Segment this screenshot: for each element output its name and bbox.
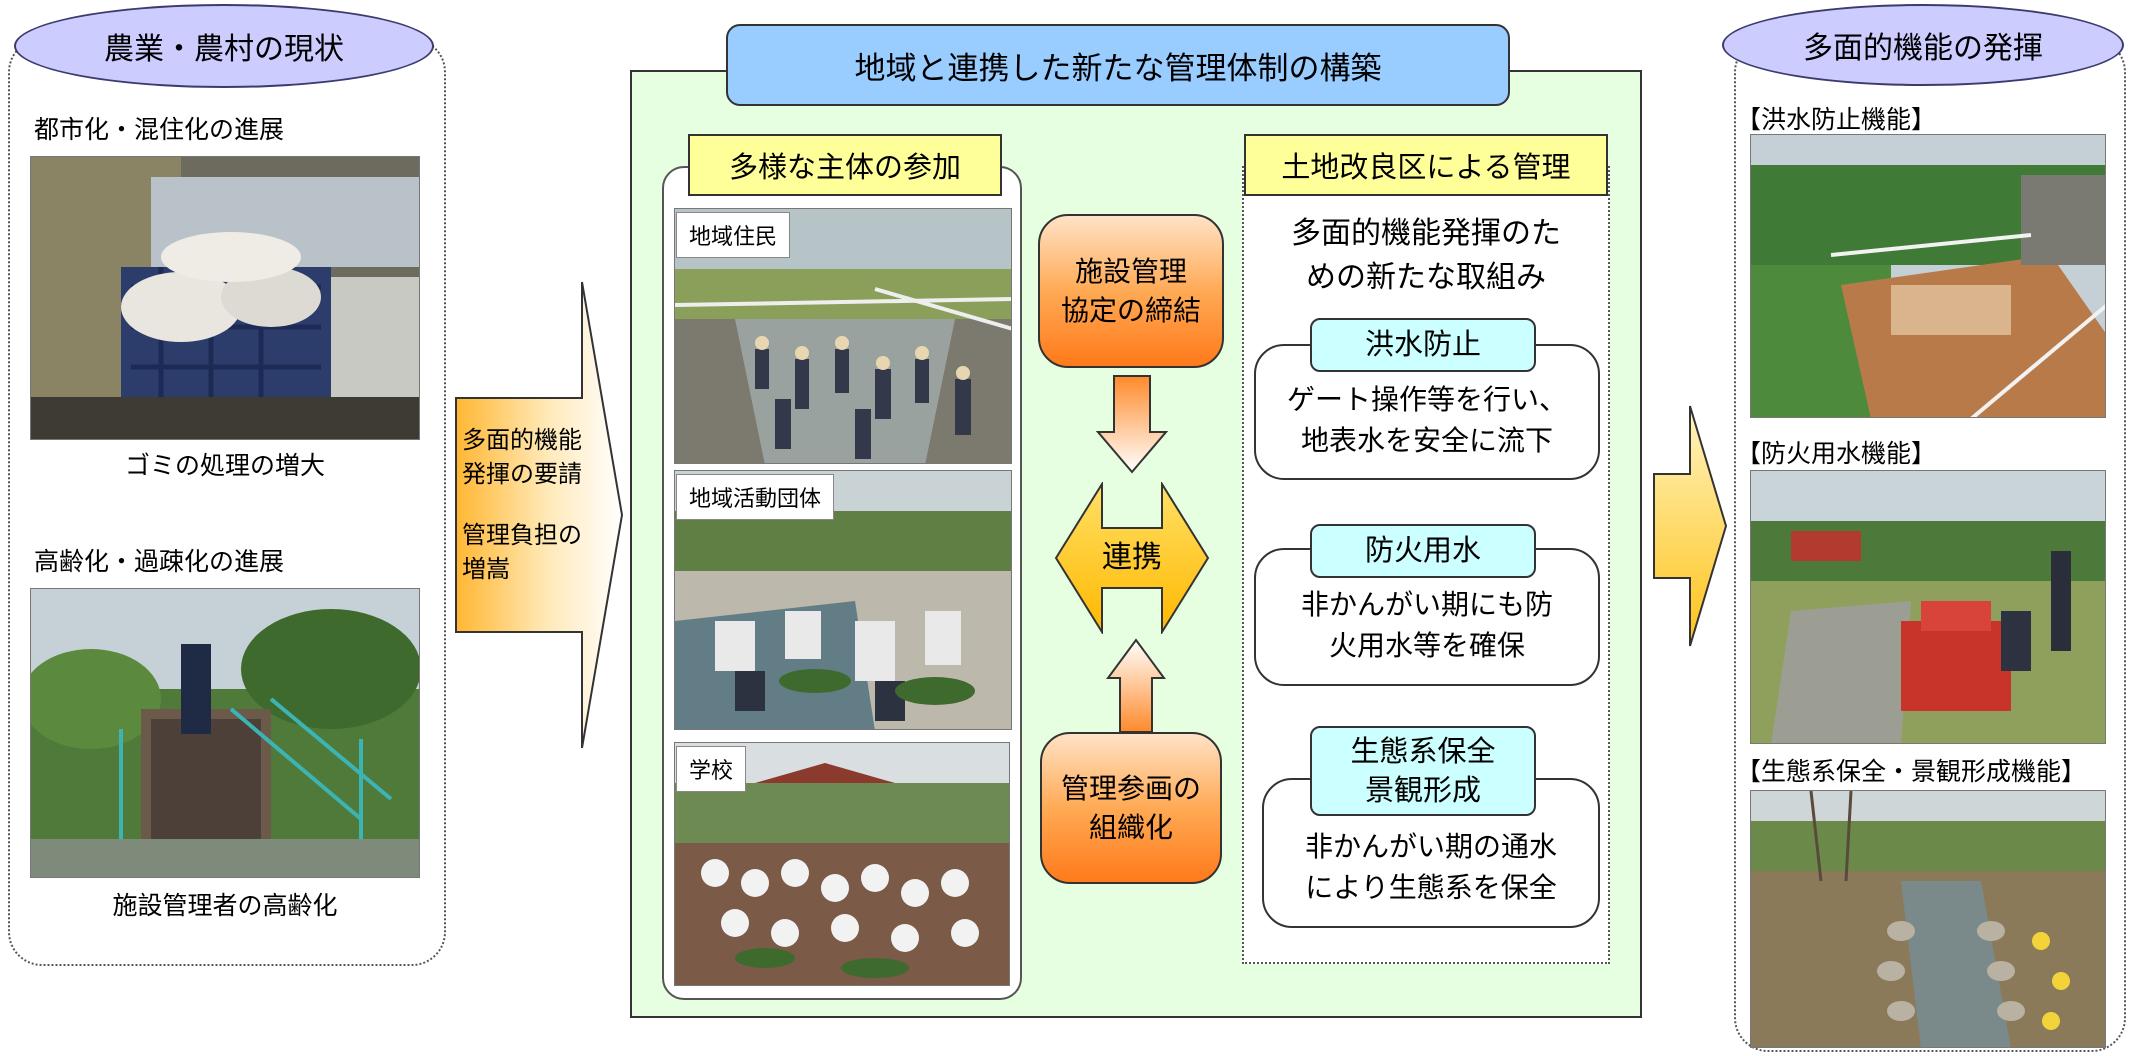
left-title: 農業・農村の現状	[14, 4, 434, 88]
eco-caption: 【生態系保全・景観形成機能】	[1736, 757, 2087, 786]
arrow-line4: 増嵩	[462, 554, 510, 583]
photo-groups	[674, 470, 1012, 730]
agreement-line2: 協定の締結	[1060, 294, 1201, 327]
flood-text2: 地表水を安全に流下	[1300, 424, 1553, 457]
fire-caption: 【防火用水機能】	[1736, 439, 1937, 468]
flood-label-text: 洪水防止	[1364, 327, 1481, 362]
right-title-text: 多面的機能の発揮	[1803, 31, 2043, 66]
eco-label: 生態系保全 景観形成	[1310, 726, 1536, 816]
participation-label: 多様な主体の参加	[688, 134, 1002, 196]
eco-text1: 非かんがい期の通水	[1304, 830, 1557, 864]
organize-box: 管理参画の 組織化	[1040, 732, 1222, 884]
arrow-line3: 管理負担の	[462, 521, 582, 550]
agreement-box: 施設管理 協定の締結	[1038, 214, 1224, 368]
photo-manager	[30, 588, 420, 878]
arrow-line2: 発揮の要請	[462, 459, 582, 488]
tag-residents: 地域住民	[676, 212, 791, 258]
flood-caption: 【洪水防止機能】	[1736, 105, 1937, 134]
request-arrow	[455, 281, 624, 749]
photo-eco	[1750, 790, 2106, 1048]
eco-text2: により生態系を保全	[1305, 871, 1557, 904]
agreement-line1: 施設管理	[1074, 254, 1187, 288]
photo-flood	[1750, 134, 2106, 418]
tag-groups: 地域活動団体	[676, 474, 835, 520]
initiative-line2: めの新たな取組み	[1306, 259, 1546, 295]
district-label: 土地改良区による管理	[1244, 134, 1608, 196]
cooperation-diamond	[1054, 482, 1210, 634]
fire-text2: 火用水等を確保	[1328, 629, 1525, 662]
photo-residents	[674, 208, 1012, 464]
arrow-line1: 多面的機能	[462, 426, 582, 454]
right-title: 多面的機能の発揮	[1722, 4, 2124, 86]
photo-garbage	[30, 156, 420, 440]
aging-caption: 高齢化・過疎化の進展	[34, 547, 285, 576]
result-arrow	[1653, 405, 1728, 647]
center-title: 地域と連携した新たな管理体制の構築	[726, 24, 1510, 106]
flood-text1: ゲート操作等を行い、	[1286, 383, 1567, 417]
eco-label1: 生態系保全	[1350, 733, 1496, 768]
fire-label: 防火用水	[1310, 524, 1536, 578]
photo-fire	[1750, 470, 2106, 744]
initiative-text: 多面的機能発揮のた めの新たな取組み	[1250, 212, 1602, 299]
organize-line2: 組織化	[1088, 811, 1173, 844]
center-title-text: 地域と連携した新たな管理体制の構築	[854, 50, 1382, 87]
fire-label-text: 防火用水	[1364, 533, 1481, 568]
down-arrow	[1096, 375, 1168, 474]
fire-text1: 非かんがい期にも防	[1300, 588, 1553, 622]
eco-label2: 景観形成	[1364, 773, 1481, 807]
tag-school: 学校	[676, 746, 747, 792]
manager-caption: 施設管理者の高齢化	[112, 891, 338, 920]
flood-label: 洪水防止	[1310, 318, 1536, 372]
arrow-request-text: 多面的機能 発揮の要請 管理負担の 増嵩	[462, 424, 602, 586]
initiative-line1: 多面的機能発揮のた	[1291, 216, 1561, 251]
participation-label-text: 多様な主体の参加	[728, 150, 961, 184]
cooperation-label: 連携	[1102, 540, 1162, 575]
left-title-text: 農業・農村の現状	[104, 32, 344, 67]
garbage-caption: ゴミの処理の増大	[124, 451, 325, 480]
organize-line1: 管理参画の	[1060, 771, 1201, 805]
urban-caption: 都市化・混住化の進展	[34, 115, 285, 144]
district-label-text: 土地改良区による管理	[1281, 150, 1571, 184]
up-arrow	[1106, 638, 1166, 733]
